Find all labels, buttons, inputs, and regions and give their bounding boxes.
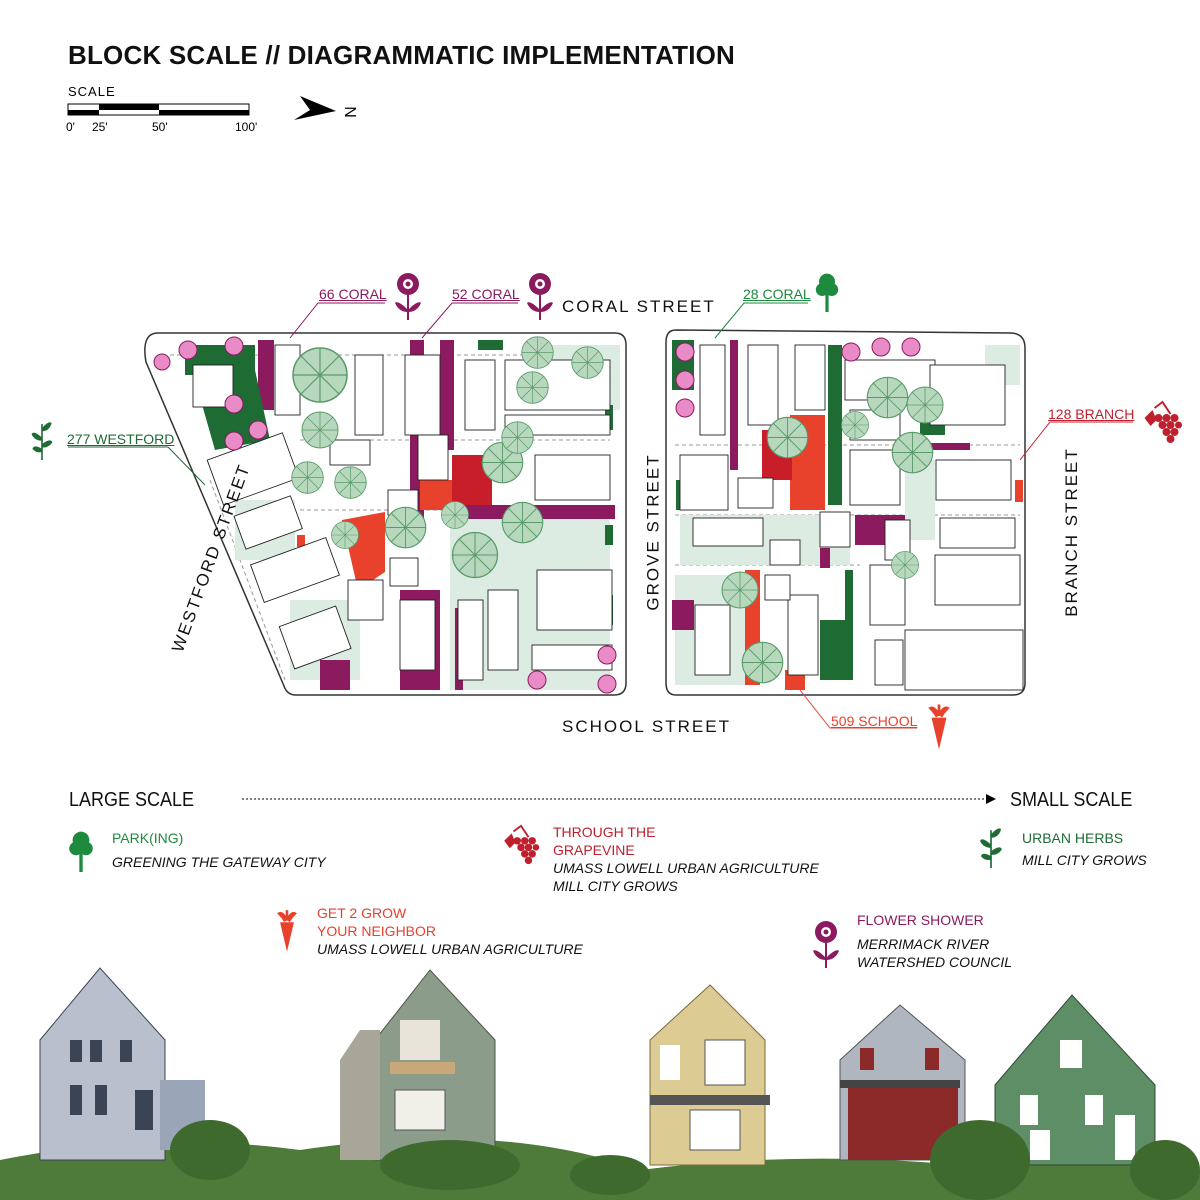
tree-icon [815,273,839,312]
large-scale-label: LARGE SCALE [69,789,195,811]
right-block [665,329,1026,696]
site-label-66-coral: 66 CORAL [319,286,387,302]
legend-title: THROUGH THE [553,824,656,840]
carrot-icon [277,908,297,954]
flower-icon [813,921,839,968]
scale-tick: 0' [66,120,75,134]
house-1 [39,967,205,1161]
site-label-128-branch: 128 BRANCH [1048,406,1135,422]
page-title: BLOCK SCALE // DIAGRAMMATIC IMPLEMENTATI… [68,40,736,70]
house-2 [340,969,496,1161]
legend-partner: MILL CITY GROWS [553,878,678,894]
legend-item-flower-shower: FLOWER SHOWER MERRIMACK RIVER WATERSHED … [857,911,1012,971]
flower-icon [527,273,553,320]
grape-icon [1143,400,1184,445]
legend-title: PARK(ING) [112,830,184,846]
north-label: N [340,106,358,118]
legend-partner: MILL CITY GROWS [1022,852,1147,868]
scale-label: SCALE [68,84,116,99]
legend-partner: WATERSHED COUNCIL [857,954,1013,970]
scale-tick: 25' [92,120,108,134]
herb-icon [979,827,1003,868]
left-block [144,332,627,696]
site-label-28-coral: 28 CORAL [743,286,811,302]
legend-item-urban-herbs: URBAN HERBS MILL CITY GROWS [1022,830,1147,868]
legend-title: GET 2 GROW [317,905,407,921]
legend-title: YOUR NEIGHBOR [317,923,437,939]
house-4 [839,1004,966,1161]
legend-item-get-2-grow: GET 2 GROW YOUR NEIGHBOR UMASS LOWELL UR… [317,904,583,958]
street-label-grove: GROVE STREET [643,453,663,611]
scale-tick: 50' [152,120,168,134]
house-photos [0,967,1200,1200]
tree-icon [69,831,93,872]
legend-partner: GREENING THE GATEWAY CITY [112,854,326,870]
street-label-school: SCHOOL STREET [562,717,731,736]
legend-title: FLOWER SHOWER [857,912,984,928]
north-arrow-icon [294,96,336,120]
legend-partner: MERRIMACK RIVER [857,936,990,952]
legend-title: URBAN HERBS [1022,830,1124,846]
scale-bar [67,103,250,116]
legend-title: GRAPEVINE [553,842,635,858]
legend-item-parking: PARK(ING) GREENING THE GATEWAY CITY [112,830,326,870]
street-label-coral: CORAL STREET [562,297,716,316]
flower-icon [395,273,421,320]
herb-icon [30,421,54,460]
small-scale-label: SMALL SCALE [1010,789,1133,811]
legend-item-grapevine: THROUGH THE GRAPEVINE UMASS LOWELL URBAN… [553,823,819,895]
carrot-icon [929,703,949,750]
site-label-277-westford: 277 WESTFORD [67,431,175,447]
legend-partner: UMASS LOWELL URBAN AGRICULTURE [317,941,583,957]
site-label-52-coral: 52 CORAL [452,286,520,302]
house-3 [649,984,770,1166]
legend-partner: UMASS LOWELL URBAN AGRICULTURE [553,860,819,876]
site-label-509-school: 509 SCHOOL [831,713,918,729]
scale-tick: 100' [235,120,258,134]
grape-icon [503,824,541,866]
street-label-branch: BRANCH STREET [1061,447,1081,617]
house-5 [994,994,1156,1166]
